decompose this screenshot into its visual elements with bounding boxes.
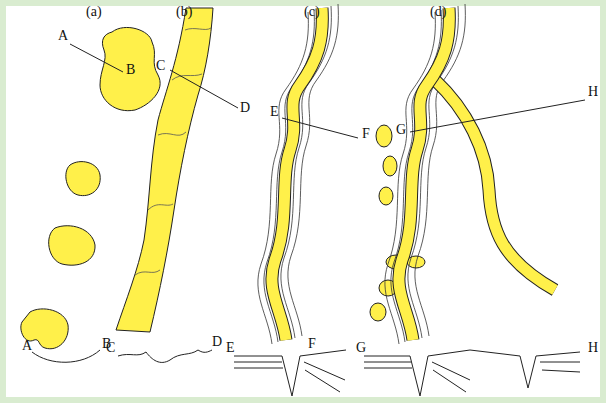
cross-sections [32, 350, 580, 396]
section-endpoint-label: G [356, 340, 366, 356]
section-endpoint-label: A [58, 28, 68, 44]
section-endpoint-label: B [126, 62, 135, 78]
section-endpoint-label: E [226, 340, 235, 356]
section-line [70, 44, 123, 72]
panel-label: (b) [176, 4, 192, 20]
section-endpoint-label: D [212, 334, 222, 350]
ore-channel-d [385, 4, 555, 344]
section-line [170, 70, 238, 108]
section-endpoint-label: G [396, 122, 406, 138]
section-endpoint-label: H [588, 84, 598, 100]
frame [6, 6, 600, 397]
section-line [282, 118, 358, 138]
panel-label: (d) [430, 4, 446, 20]
ore-band-b [116, 8, 213, 332]
section-line [410, 100, 585, 132]
section-endpoint-label: H [588, 340, 598, 356]
section-endpoint-label: A [22, 338, 32, 354]
panel-label: (a) [86, 4, 102, 20]
section-endpoint-label: F [362, 126, 370, 142]
section-endpoint-label: F [308, 336, 316, 352]
section-endpoint-label: C [106, 340, 115, 356]
section-endpoint-label: E [270, 104, 279, 120]
section-endpoint-label: C [156, 58, 165, 74]
panel-label: (c) [304, 4, 320, 20]
section-endpoint-label: D [240, 100, 250, 116]
